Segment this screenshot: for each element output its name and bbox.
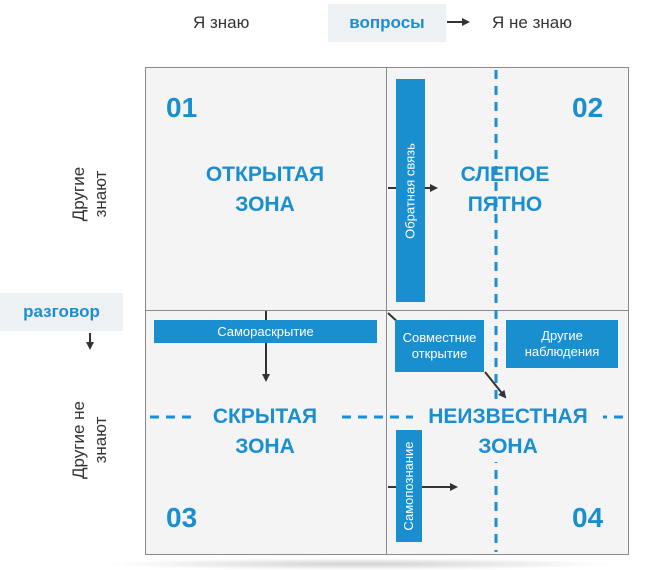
quadrant-number-04: 04 xyxy=(572,502,604,533)
quadrant-number-01: 01 xyxy=(166,92,198,123)
zone-title-open: ОТКРЫТАЯ ЗОНА xyxy=(205,163,325,216)
zone-title-blind: СЛЕПОЕ ПЯТНО xyxy=(460,163,550,216)
label-i-know: Я знаю xyxy=(193,13,250,32)
self-knowledge-box: Самопознание xyxy=(396,430,422,542)
joint-discovery-box: Совместние открытие xyxy=(395,320,484,372)
joint-discovery-arrow-2 xyxy=(484,371,507,399)
grid-right xyxy=(628,67,629,555)
feedback-box: Обратная связь xyxy=(396,79,425,302)
bottom-shadow xyxy=(100,558,620,570)
others-observations-box: Другие наблюдения xyxy=(506,320,618,368)
label-i-dont-know: Я не знаю xyxy=(492,13,572,32)
others-observations-box-label: Другие наблюдения xyxy=(524,328,600,359)
quadrant-number-03: 03 xyxy=(166,502,198,533)
grid-top xyxy=(145,67,629,68)
quadrant-number-02: 02 xyxy=(572,92,604,123)
joint-discovery-box-label: Совместние открытие xyxy=(402,330,477,361)
self-disclosure-box: Самораскрытие xyxy=(154,320,377,343)
grid-horizontal-center xyxy=(145,310,629,311)
self-knowledge-box-label: Самопознание xyxy=(401,441,416,531)
grid-left xyxy=(145,67,146,555)
zone-title-unknown: НЕИЗВЕСТНАЯ ЗОНА xyxy=(413,402,603,462)
conversation-tag: разговор xyxy=(0,293,123,331)
feedback-box-label: Обратная связь xyxy=(402,142,418,239)
quadrant-open xyxy=(146,68,386,310)
zone-title-hidden: СКРЫТАЯ ЗОНА xyxy=(195,402,335,462)
questions-tag: вопросы xyxy=(328,4,446,42)
grid-bottom xyxy=(145,554,629,555)
grid-vertical-center xyxy=(386,67,387,555)
